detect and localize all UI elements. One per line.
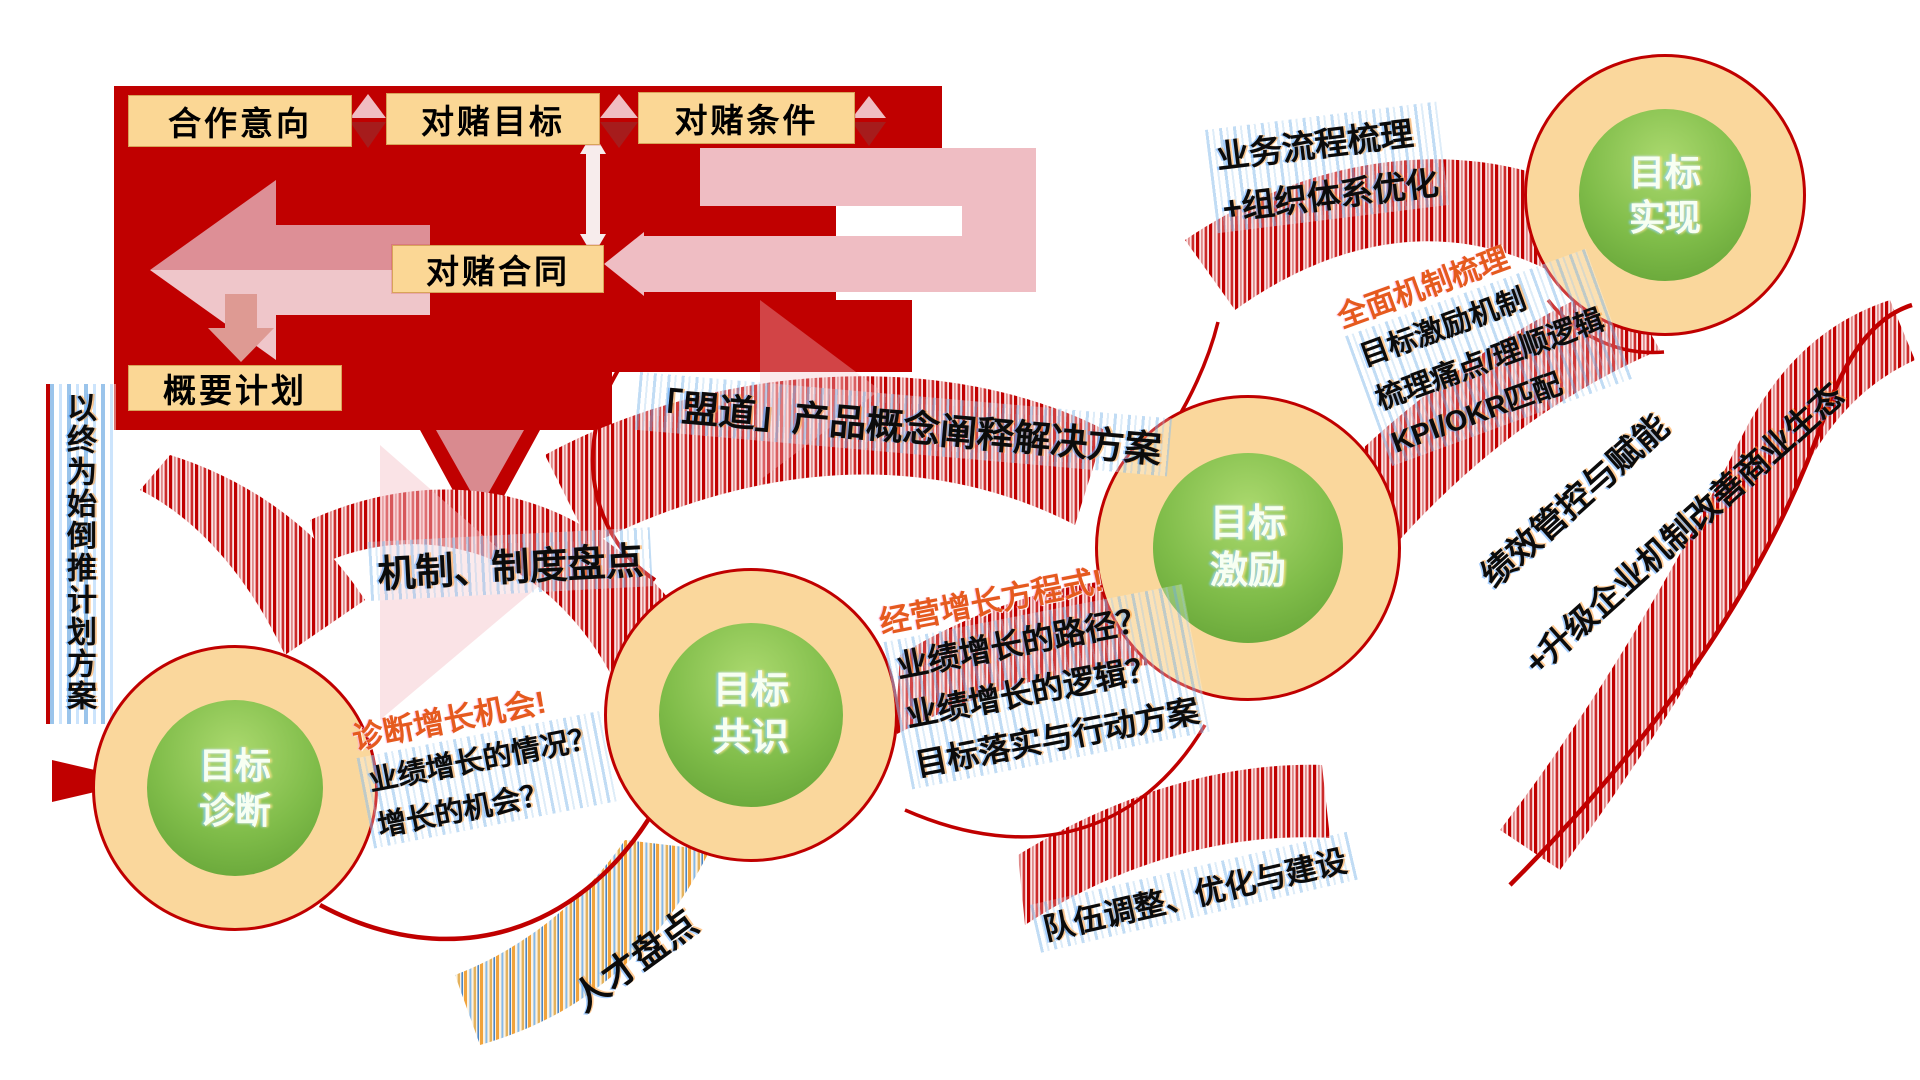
circle-label-line1: 目标 — [198, 745, 271, 786]
flow-box-cooperation-intent: 合作意向 — [128, 95, 352, 147]
flow-box-bet-target: 对赌目标 — [386, 93, 600, 145]
circle-label-line2: 实现 — [1628, 197, 1701, 238]
pale-band-back — [640, 236, 996, 292]
bowtie3-down — [852, 122, 886, 146]
swoosh-right-edge — [1508, 302, 1913, 887]
circle-goal-realization-core: 目标 实现 — [1579, 109, 1751, 281]
ribbon-team — [1018, 764, 1330, 925]
bowtie3-up — [852, 96, 886, 118]
bowtie1-up — [350, 94, 386, 118]
flow-box-label: 对赌目标 — [421, 103, 565, 140]
circle-goal-consensus: 目标 共识 — [604, 568, 898, 862]
circle-label-line1: 目标 — [1209, 502, 1286, 545]
circle-goal-diagnosis: 目标 诊断 — [92, 645, 378, 931]
swoosh-team — [904, 724, 1207, 839]
bowtie2-down — [600, 122, 638, 148]
ribbon-performance — [1500, 300, 1915, 870]
flow-box-label: 概要计划 — [163, 372, 307, 409]
flow-box-bet-condition: 对赌条件 — [638, 92, 855, 144]
left-vertical-band — [46, 384, 116, 724]
left-vertical-note: 以终为始倒推计划方案 — [62, 392, 95, 712]
circle-goal-consensus-core: 目标 共识 — [659, 623, 843, 807]
arrow-into-plan — [208, 294, 274, 362]
flow-box-bet-contract: 对赌合同 — [392, 245, 604, 293]
flow-box-label: 对赌合同 — [426, 253, 570, 290]
circle-label-line1: 目标 — [1628, 152, 1701, 193]
flow-box-outline-plan: 概要计划 — [128, 365, 342, 411]
flow-box-label: 对赌条件 — [674, 102, 819, 139]
vertical-connector — [586, 150, 600, 238]
ribbon-blob-c1 — [140, 455, 365, 655]
bowtie2-up — [600, 94, 638, 118]
bowtie1-down — [350, 122, 386, 148]
blob-taper-highlight — [436, 430, 524, 508]
pale-band-arrowhead — [604, 232, 644, 296]
circle-label-line2: 共识 — [712, 717, 789, 759]
circle-goal-diagnosis-core: 目标 诊断 — [147, 700, 323, 876]
circle-label-line1: 目标 — [712, 669, 789, 712]
circle-label-line2: 诊断 — [198, 790, 271, 831]
ribbon-talent — [455, 840, 710, 1045]
big-left-arrow-top — [150, 180, 430, 270]
big-left-arrow-bottom — [150, 270, 430, 360]
circle-label-line2: 激励 — [1209, 550, 1286, 592]
flow-box-label: 合作意向 — [168, 105, 312, 142]
